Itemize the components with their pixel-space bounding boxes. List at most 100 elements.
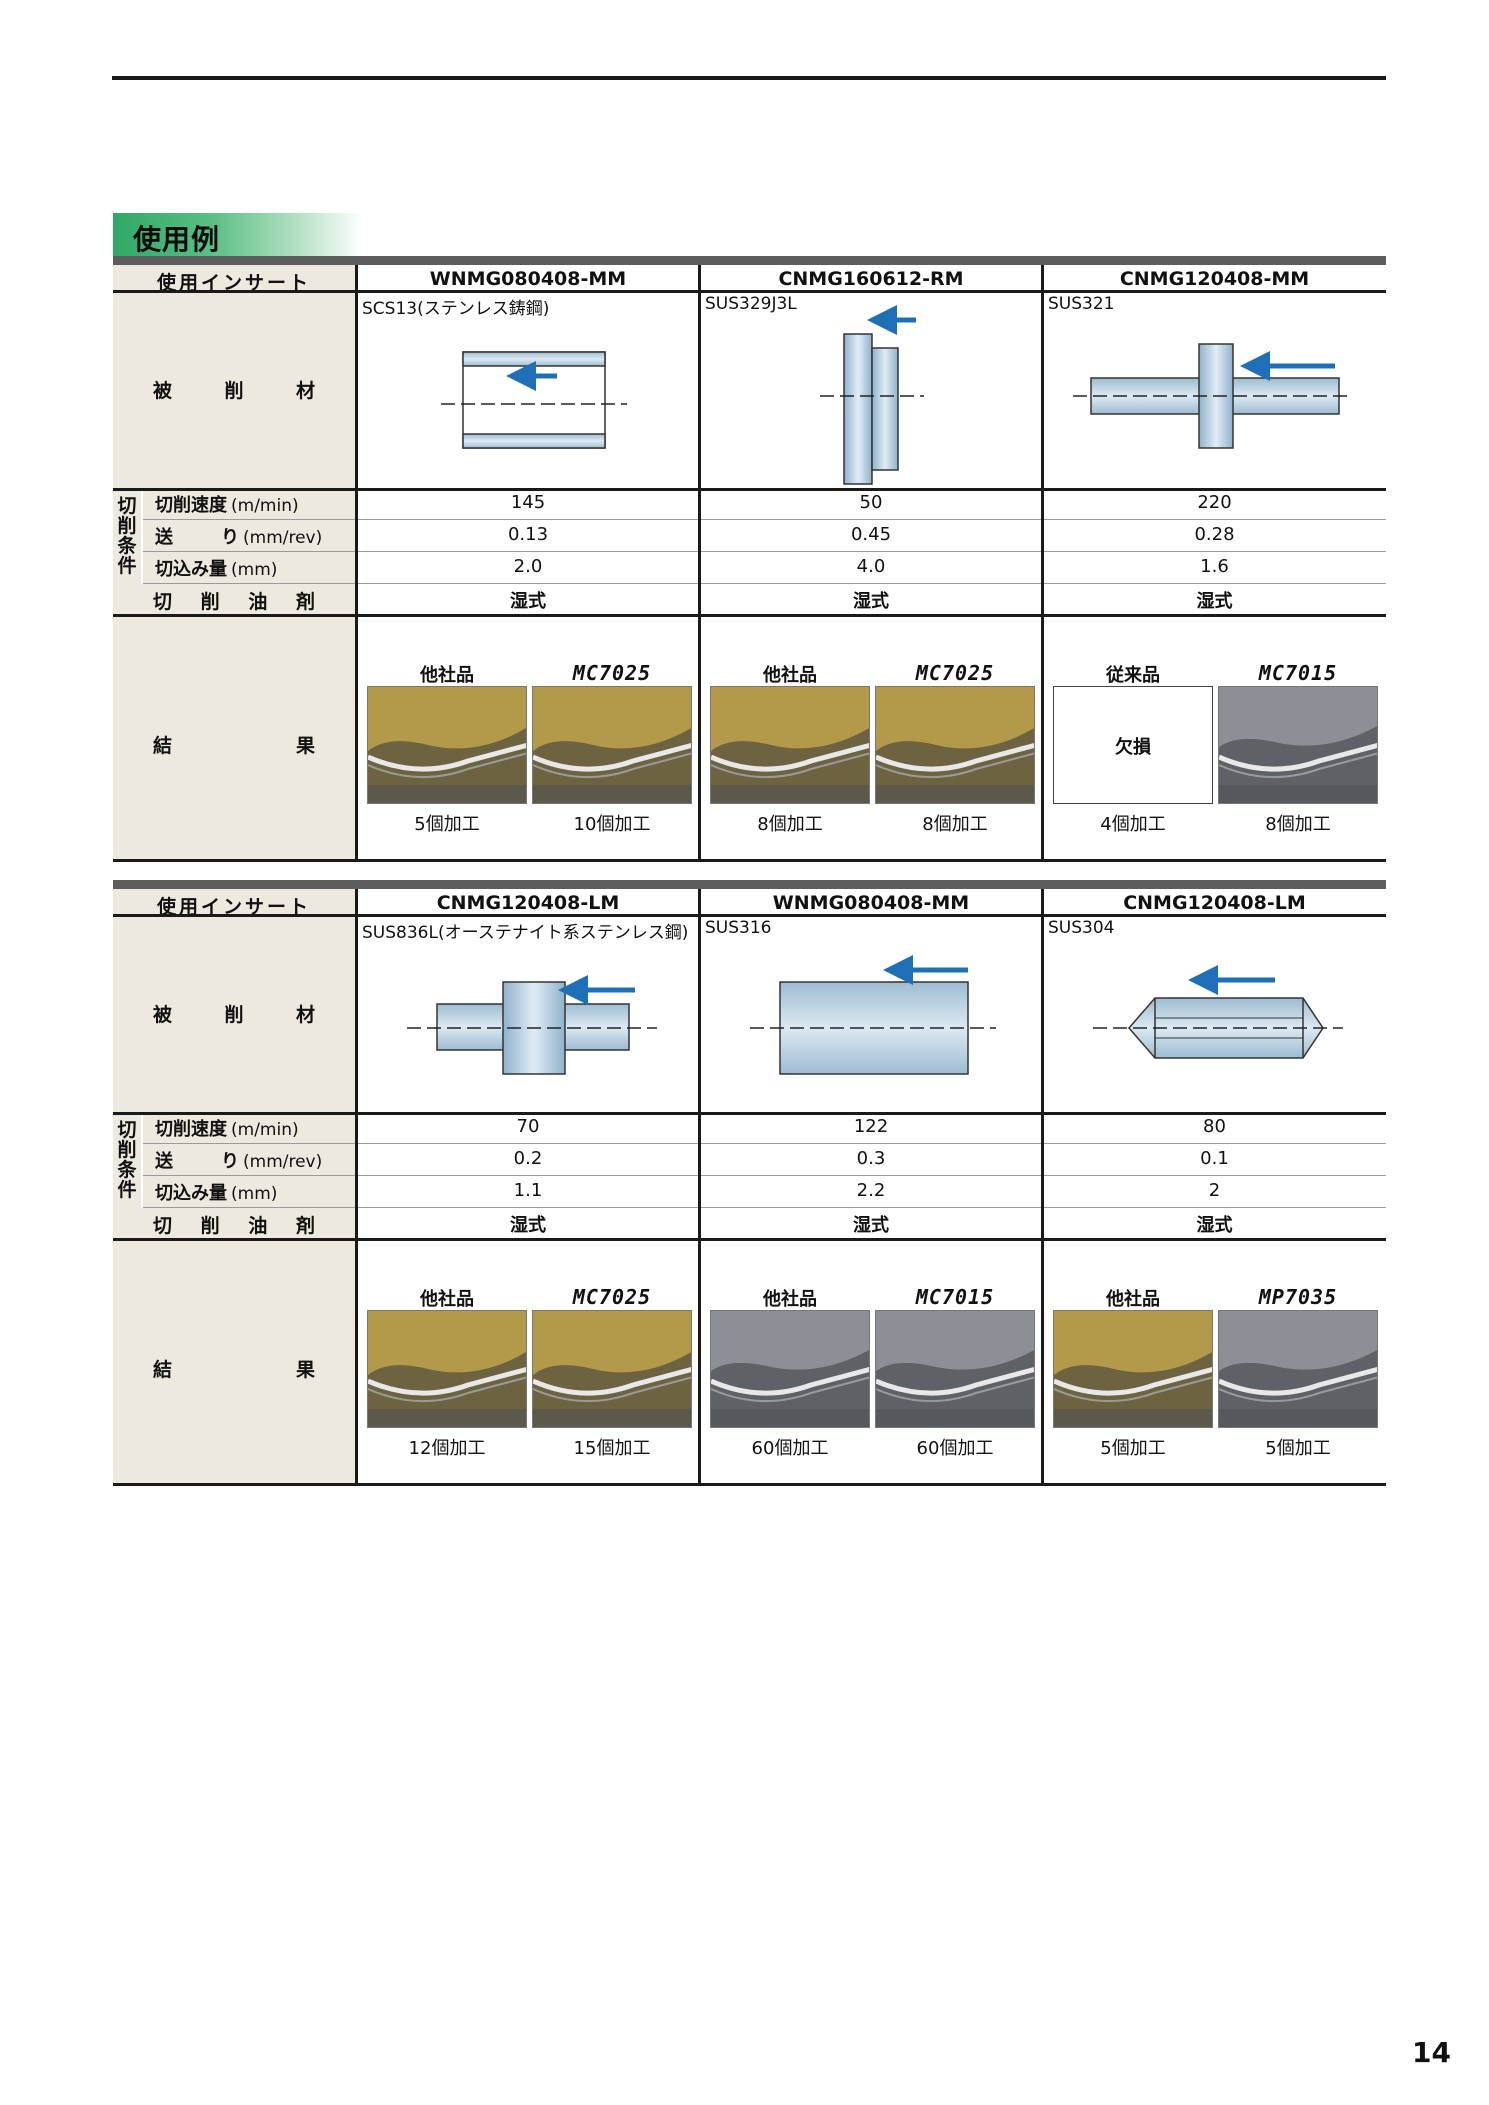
material-name: SUS329J3L — [705, 294, 797, 314]
feed-label-b: り — [221, 1151, 239, 1172]
row-label-result: 結果 — [113, 616, 355, 859]
cell-speed-2: 122 — [700, 1112, 1042, 1144]
row-label-speed: 切削速度(m/min) — [143, 488, 355, 520]
section-header: 使用例 — [113, 213, 363, 256]
cell-oil-3: 湿式 — [1043, 584, 1386, 616]
row-label-oil: 切削油剤 — [113, 584, 355, 616]
result-label-char: 果 — [295, 1359, 315, 1381]
cell-depth-3: 1.6 — [1043, 552, 1386, 584]
depth-value: 2.2 — [856, 1180, 886, 1201]
result-label: MC7025 — [915, 661, 995, 685]
insert-name: CNMG120408-MM — [1119, 268, 1310, 290]
cell-depth-3: 2 — [1043, 1176, 1386, 1208]
feed-value: 0.45 — [850, 524, 892, 545]
cell-feed-1: 0.13 — [357, 520, 699, 552]
row-label-insert: 使用インサート — [113, 889, 355, 918]
row-oil: 切削油剤湿式湿式湿式 — [113, 1208, 1386, 1240]
result-label-char: 結 — [153, 735, 173, 757]
row-label-result: 結果 — [113, 1240, 355, 1483]
result-count: 5個加工 — [414, 814, 480, 835]
oil-label-char: 削 — [200, 1215, 220, 1237]
column-divider — [1041, 889, 1044, 1484]
cell-material-3: SUS304 — [1043, 914, 1386, 1112]
material-label: 被削材 — [153, 376, 315, 403]
feed-unit: (mm/rev) — [243, 1152, 323, 1172]
result-count: 4個加工 — [1100, 814, 1166, 835]
condition-side-label: 切削条件 — [113, 488, 141, 584]
cell-insert-3: CNMG120408-LM — [1043, 889, 1386, 914]
cell-feed-1: 0.2 — [357, 1144, 699, 1176]
insert-wear-photo — [875, 686, 1035, 804]
cell-depth-1: 2.0 — [357, 552, 699, 584]
cell-depth-2: 2.2 — [700, 1176, 1042, 1208]
section-title: 使用例 — [133, 223, 221, 256]
oil-label: 切削油剤 — [153, 587, 315, 614]
insert-wear-photo — [1218, 1310, 1378, 1428]
speed-label-text: 切削速度 — [155, 495, 227, 516]
oil-value: 湿式 — [853, 591, 889, 612]
oil-label-char: 切 — [153, 1215, 173, 1237]
result-count: 60個加工 — [751, 1438, 829, 1459]
cell-insert-2: WNMG080408-MM — [700, 889, 1042, 914]
oil-label-char: 剤 — [295, 1215, 315, 1237]
cell-insert-2: CNMG160612-RM — [700, 265, 1042, 290]
speed-value: 80 — [1203, 1116, 1226, 1137]
condition-side-text: 切削条件 — [117, 495, 137, 577]
row-divider — [143, 519, 1386, 520]
cell-feed-2: 0.3 — [700, 1144, 1042, 1176]
row-divider — [113, 1112, 1386, 1115]
row-label-material: 被削材 — [113, 914, 355, 1112]
oil-value: 湿式 — [1196, 591, 1233, 612]
speed-label: 切削速度(m/min) — [155, 491, 299, 517]
result-label: MP7035 — [1258, 1285, 1338, 1309]
material-name: SCS13(ステンレス鋳鋼) — [362, 299, 550, 319]
oil-value: 湿式 — [1196, 1215, 1233, 1236]
depth-unit: (mm) — [231, 1184, 278, 1204]
insert-wear-photo — [367, 1310, 527, 1428]
depth-unit: (mm) — [231, 560, 278, 580]
result-label: MC7025 — [572, 661, 652, 685]
insert-name: WNMG080408-MM — [429, 268, 627, 290]
cell-insert-1: CNMG120408-LM — [357, 889, 699, 914]
row-divider — [113, 859, 1386, 862]
result-label: 他社品 — [1106, 1289, 1160, 1310]
oil-value: 湿式 — [510, 1215, 546, 1236]
cell-oil-1: 湿式 — [357, 584, 699, 616]
result-count: 5個加工 — [1265, 1438, 1331, 1459]
insert-name: CNMG120408-LM — [436, 892, 620, 914]
insert-label: 使用インサート — [156, 896, 311, 918]
feed-value: 0.13 — [507, 524, 549, 545]
material-label-char: 削 — [224, 380, 244, 402]
insert-wear-photo — [710, 686, 870, 804]
insert-name: CNMG160612-RM — [778, 268, 964, 290]
row-divider — [143, 583, 1386, 584]
row-divider — [113, 488, 1386, 491]
top-rule — [112, 76, 1386, 80]
cell-speed-1: 145 — [357, 488, 699, 520]
feed-label-b: り — [221, 527, 239, 548]
feed-label: 送り(mm/rev) — [155, 523, 322, 549]
material-label-char: 削 — [224, 1004, 244, 1026]
result-label-char: 果 — [295, 735, 315, 757]
block-top-bar — [113, 256, 1386, 265]
insert-wear-photo — [1053, 1310, 1213, 1428]
column-divider — [355, 889, 358, 1484]
result-count: 15個加工 — [573, 1438, 651, 1459]
oil-label-char: 削 — [200, 591, 220, 613]
result-count: 5個加工 — [1100, 1438, 1166, 1459]
column-divider — [698, 889, 701, 1484]
result-label: 他社品 — [420, 1289, 474, 1310]
broken-text: 欠損 — [1115, 737, 1151, 758]
cell-speed-3: 220 — [1043, 488, 1386, 520]
cell-oil-2: 湿式 — [700, 1208, 1042, 1240]
cell-speed-1: 70 — [357, 1112, 699, 1144]
